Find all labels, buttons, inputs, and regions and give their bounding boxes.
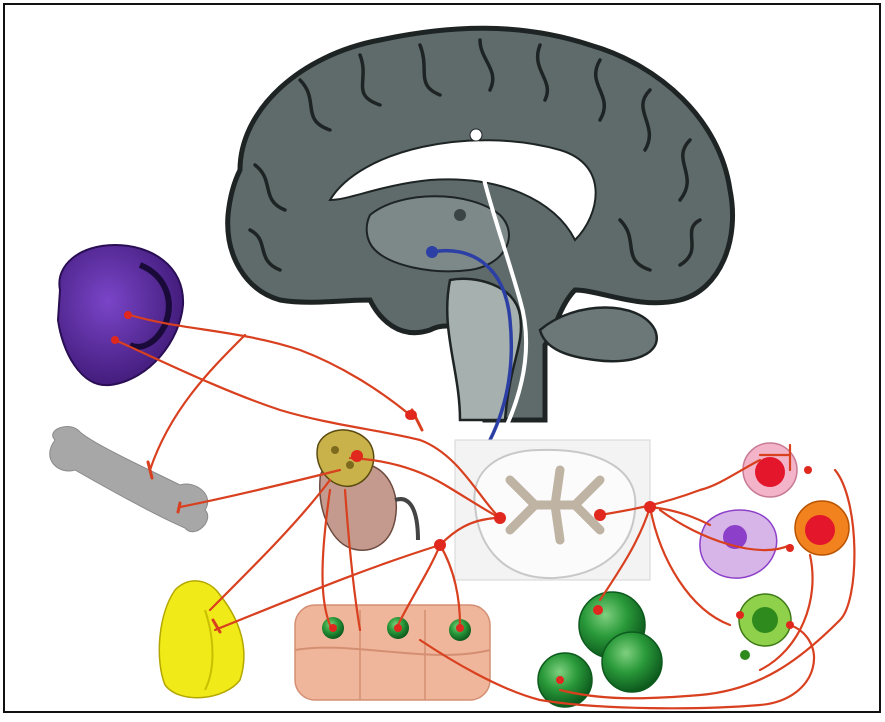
- liver-icon: [159, 581, 244, 698]
- bone-icon: [50, 427, 208, 532]
- spleen-icon: [58, 245, 183, 385]
- immune-cell-icon: [700, 443, 849, 660]
